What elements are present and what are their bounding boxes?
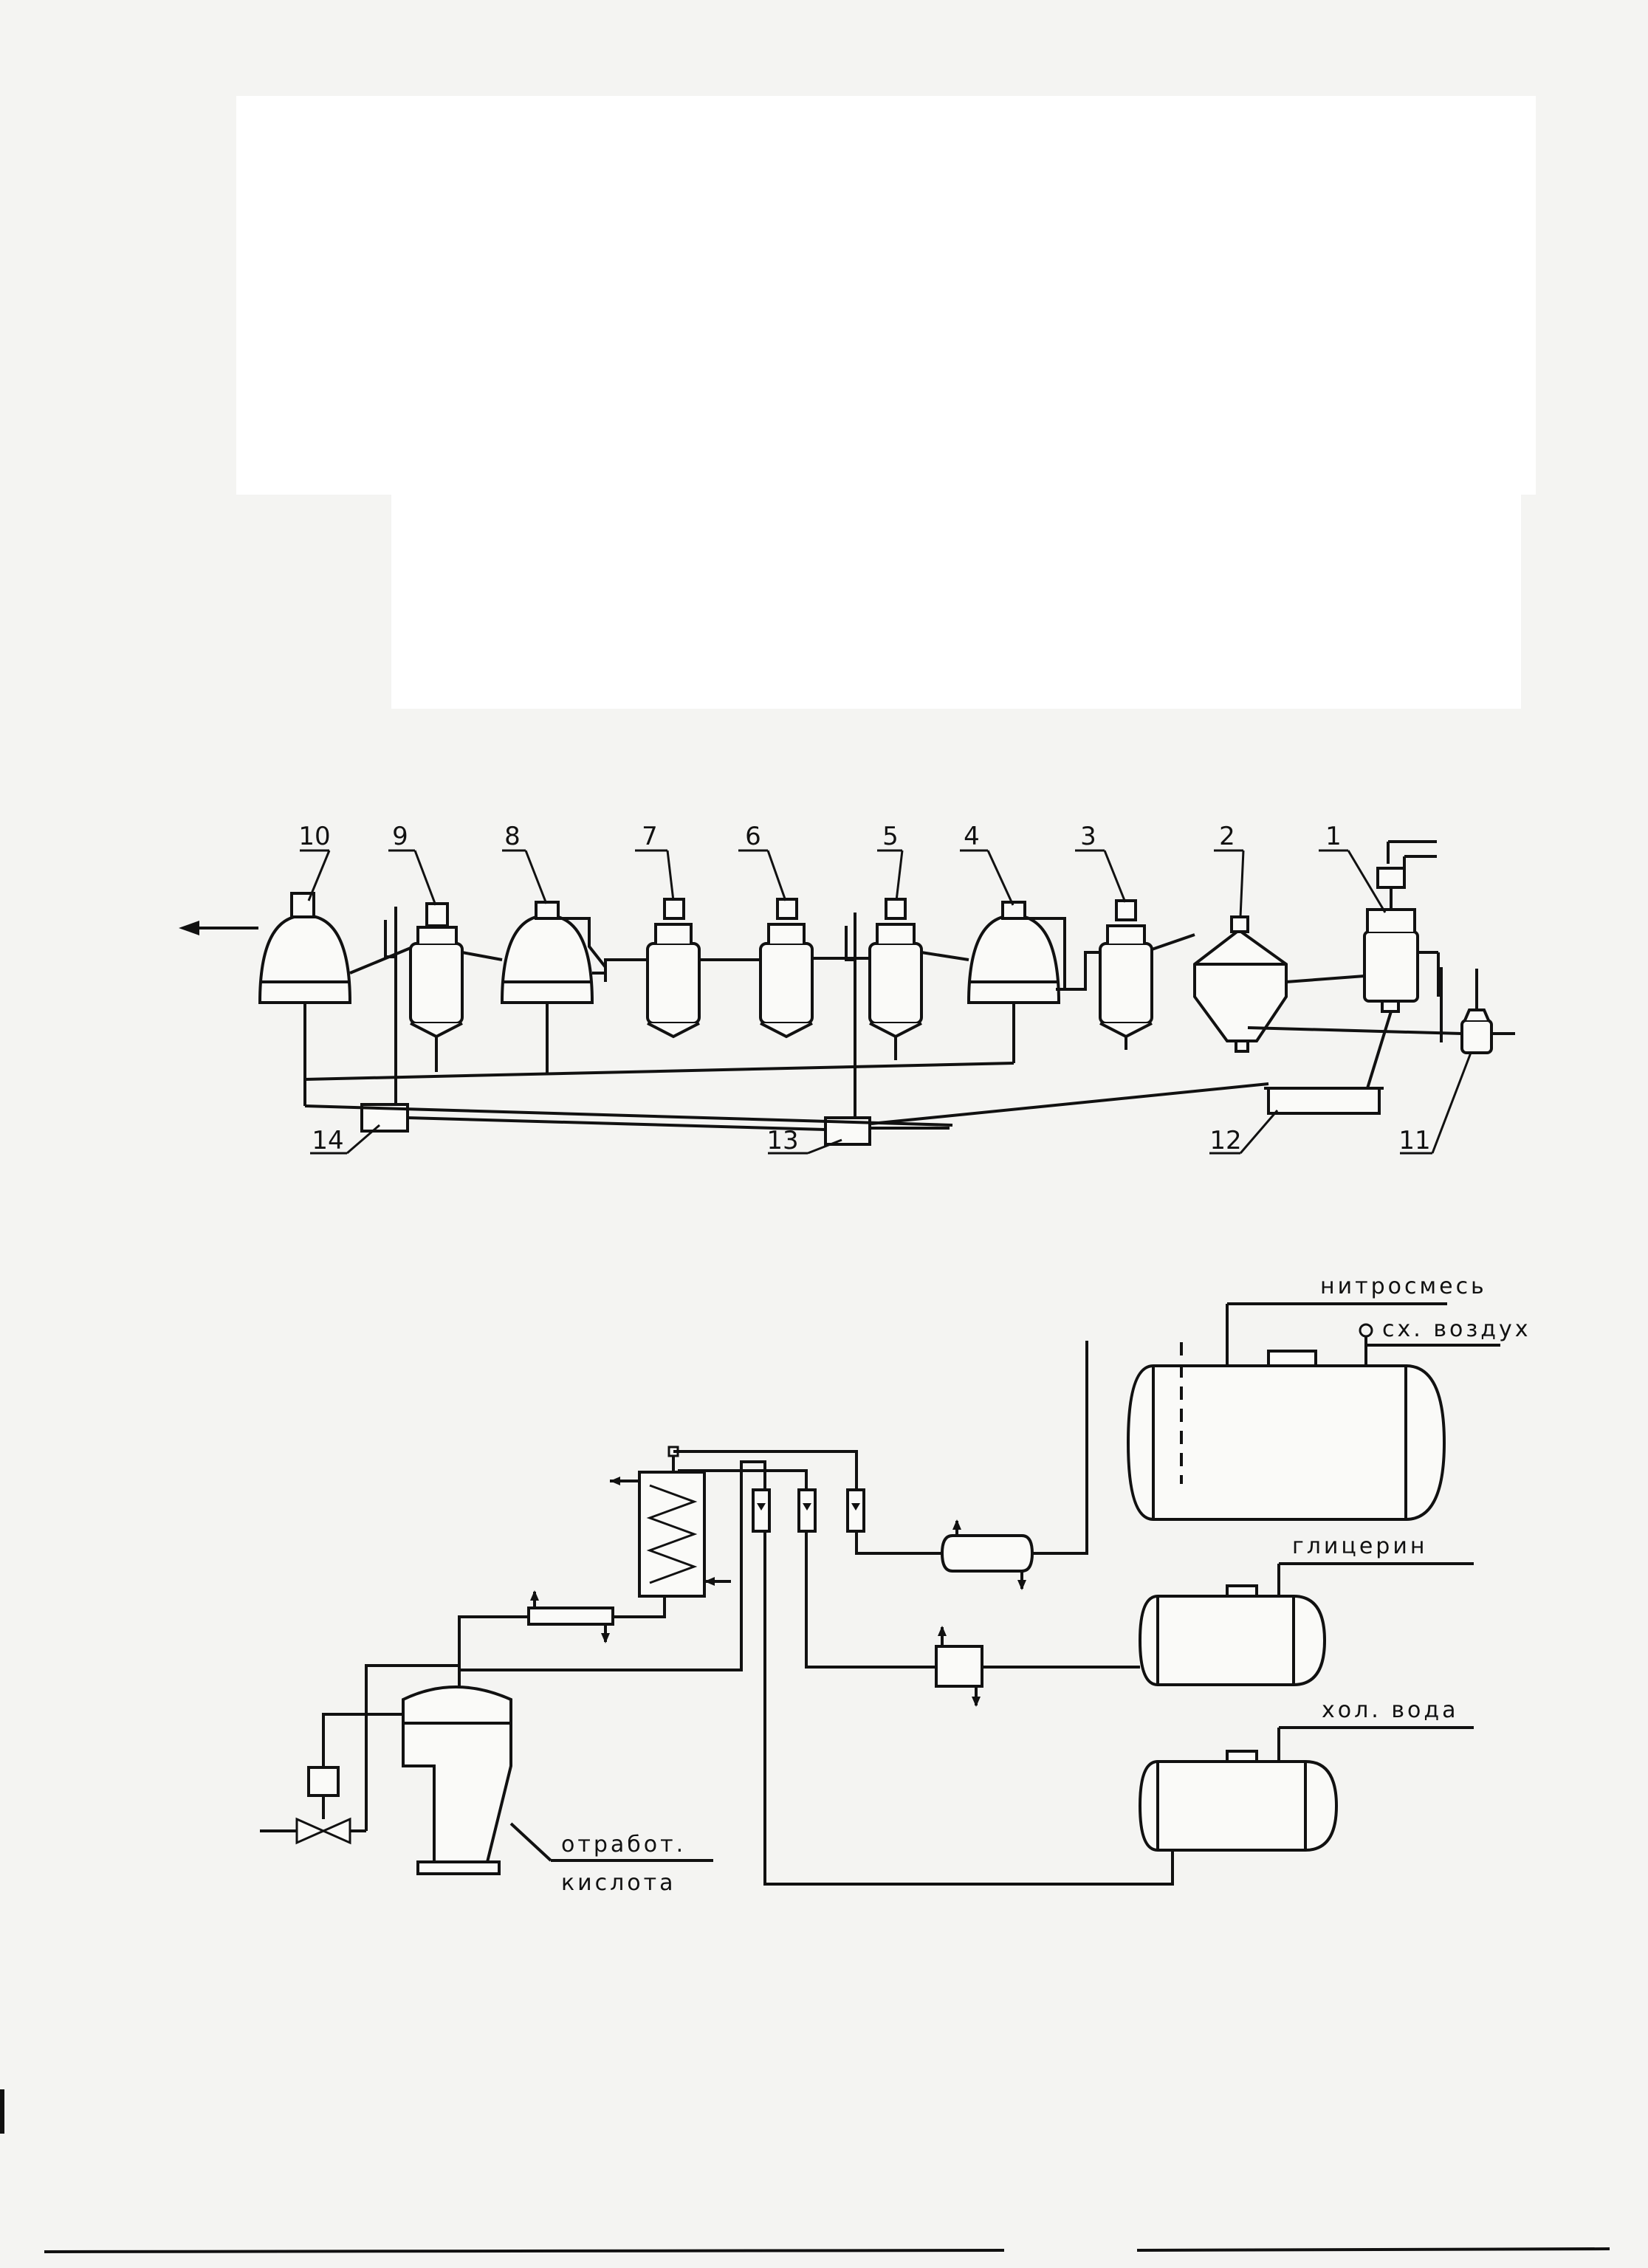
tray-12 [1264, 1087, 1384, 1115]
label-5: 5 [882, 822, 899, 851]
piping-bottom [322, 1341, 1174, 1886]
callout-12: 12 [1209, 1110, 1279, 1155]
label-spent-acid-2: кислота [561, 1870, 676, 1896]
nitration-line-scheme: 10 9 8 7 6 [179, 822, 1515, 1155]
vessel-5 [868, 898, 923, 1060]
pump-valve-assembly [260, 1766, 366, 1845]
label-dry-air: сх. воздух [1382, 1316, 1531, 1342]
vessel-7 [646, 898, 701, 1039]
separator-10 [258, 892, 352, 1079]
pump-11 [1440, 967, 1515, 1054]
label-9: 9 [392, 822, 408, 851]
label-6: 6 [745, 822, 761, 851]
piping-top [303, 907, 1463, 1131]
label-7: 7 [642, 822, 658, 851]
label-3: 3 [1080, 822, 1096, 851]
nitromix-tank [1126, 1302, 1500, 1521]
label-10: 10 [298, 822, 330, 851]
glycerin-heater [935, 1627, 983, 1705]
blank-paper-panel-lower [391, 487, 1521, 709]
label-8: 8 [504, 822, 521, 851]
callout-14: 14 [310, 1124, 380, 1155]
callout-6: 6 [738, 822, 787, 901]
label-13: 13 [766, 1126, 798, 1155]
scan-artifacts [0, 2089, 1610, 2253]
label-spent-acid-1: отработ. [561, 1832, 686, 1858]
callout-3: 3 [1075, 822, 1127, 903]
label-cold-water: хол. вода [1322, 1697, 1459, 1723]
vessel-3 [1099, 899, 1153, 1050]
label-glycerin: глицерин [1292, 1533, 1427, 1559]
callout-8: 8 [502, 822, 548, 904]
separator-4 [967, 901, 1061, 1063]
cold-water-tank [1138, 1726, 1474, 1852]
nitrator-1 [1363, 840, 1440, 1013]
callout-13: 13 [766, 1126, 842, 1155]
callout-1: 1 [1319, 822, 1387, 913]
glycerin-tank [1138, 1562, 1474, 1686]
dosing-scheme: нитросмесь сх. воздух глицерин хол. вода… [260, 1274, 1531, 1896]
callout-9: 9 [388, 822, 437, 906]
flow-arrows [530, 1519, 1026, 1707]
label-2: 2 [1219, 822, 1235, 851]
conical-separator-2 [1193, 915, 1288, 1053]
rotameter-1 [752, 1488, 771, 1533]
label-4: 4 [964, 822, 980, 851]
nitromix-cooler [940, 1521, 1034, 1589]
callout-11: 11 [1398, 1052, 1472, 1155]
label-1: 1 [1325, 822, 1342, 851]
coil-heat-exchanger [610, 1446, 731, 1598]
precooler [527, 1592, 614, 1642]
callout-5: 5 [877, 822, 904, 901]
callout-7: 7 [635, 822, 675, 901]
callout-4: 4 [960, 822, 1014, 906]
label-nitromix: нитросмесь [1320, 1274, 1487, 1299]
separator-8 [500, 901, 594, 1075]
rotameter-3 [846, 1488, 865, 1533]
label-11: 11 [1398, 1126, 1430, 1155]
label-12: 12 [1209, 1126, 1241, 1155]
outlet-arrow [179, 921, 258, 935]
blank-paper-panel [236, 96, 1536, 495]
callout-10: 10 [298, 822, 331, 901]
vessel-9 [409, 902, 464, 1072]
rotameter-2 [797, 1488, 817, 1533]
nitro-separator [402, 1685, 552, 1875]
vessel-6 [759, 898, 814, 1039]
callout-2: 2 [1214, 822, 1245, 918]
label-14: 14 [312, 1126, 343, 1155]
